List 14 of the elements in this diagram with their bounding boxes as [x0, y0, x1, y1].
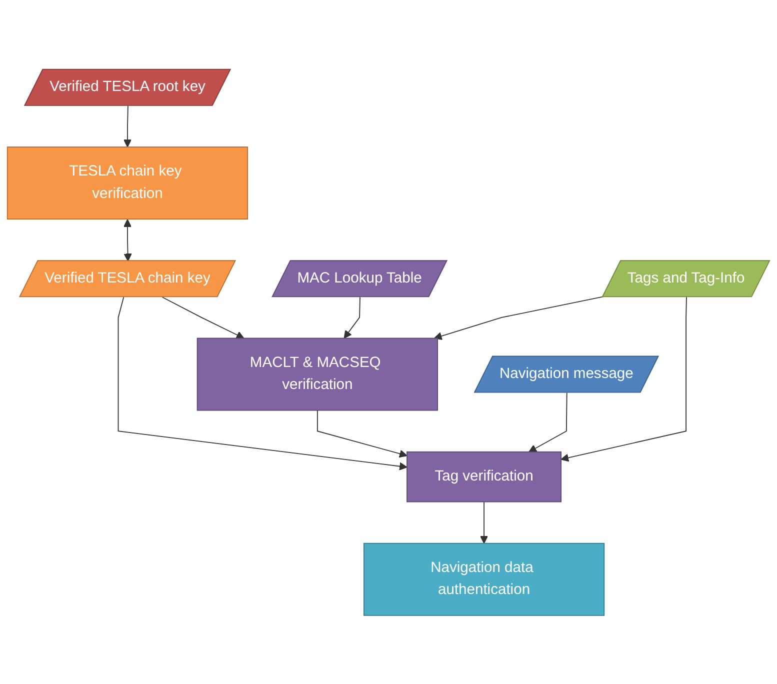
node-box: Tag verification [406, 451, 562, 502]
arrow [316, 409, 408, 458]
arrow [162, 296, 244, 338]
arrow [434, 296, 604, 340]
arrow [123, 105, 132, 147]
arrow [118, 296, 408, 470]
node-box: TESLA chain key verification [6, 146, 248, 220]
node-box: Navigation data authentication [363, 542, 605, 616]
arrow [560, 296, 687, 462]
node-box: MACLT & MACSEQ verification [196, 337, 438, 410]
arrow [528, 392, 568, 452]
arrow [480, 500, 488, 544]
arrow [123, 218, 132, 262]
arrow [344, 296, 360, 338]
